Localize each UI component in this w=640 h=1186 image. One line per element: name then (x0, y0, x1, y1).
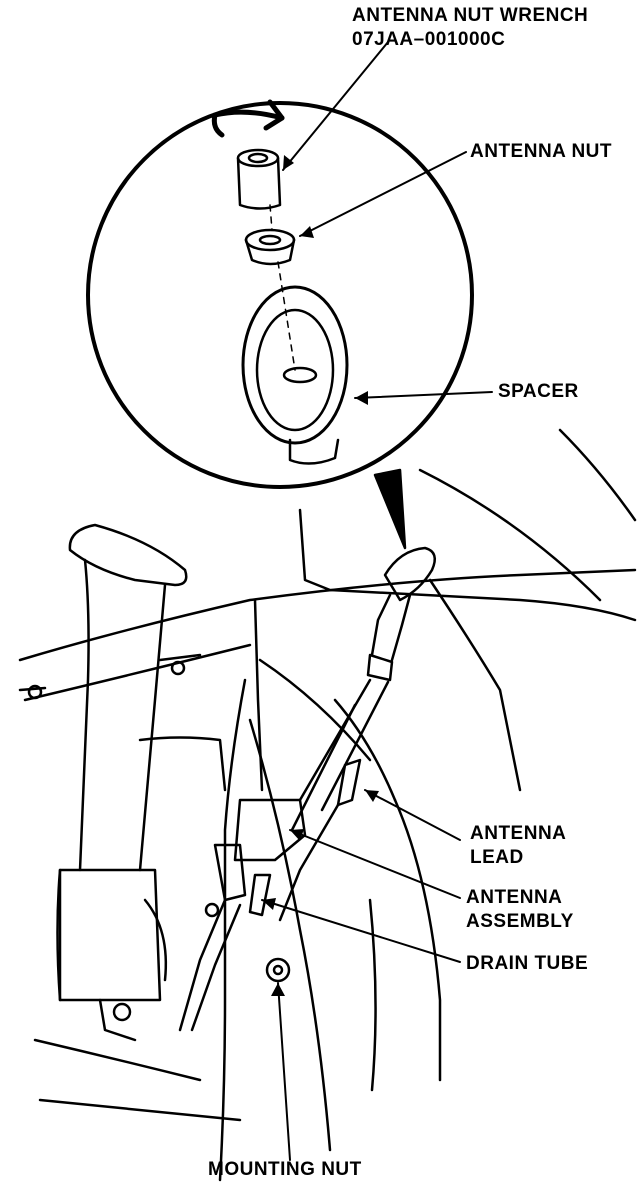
detail-circle (86, 99, 474, 550)
label-wrench-name: ANTENNA NUT WRENCH (352, 5, 589, 26)
label-antenna-assembly: ANTENNA ASSEMBLY (466, 886, 574, 934)
label-spacer: SPACER (498, 380, 579, 404)
label-antenna-assembly-line1: ANTENNA (466, 887, 563, 908)
seat-belt-pillar (18, 523, 227, 1042)
label-wrench-part-number: 07JAA–001000C (352, 29, 506, 50)
label-antenna-assembly-line2: ASSEMBLY (466, 911, 574, 932)
label-mounting-nut: MOUNTING NUT (208, 1158, 362, 1182)
leader-arrowheads (262, 155, 379, 996)
label-antenna-nut-text: ANTENNA NUT (470, 141, 613, 162)
label-spacer-text: SPACER (498, 381, 579, 402)
antenna-assembly-drawing (178, 546, 437, 1032)
label-antenna-lead-line1: ANTENNA (470, 823, 567, 844)
label-mounting-nut-text: MOUNTING NUT (208, 1159, 362, 1180)
leader-lines (261, 41, 493, 1161)
label-antenna-nut-wrench: ANTENNA NUT WRENCH 07JAA–001000C (352, 4, 588, 52)
body-panel-lines (18, 428, 637, 1182)
label-drain-tube-text: DRAIN TUBE (466, 953, 589, 974)
label-antenna-lead: ANTENNA LEAD (470, 822, 566, 870)
label-drain-tube: DRAIN TUBE (466, 952, 588, 976)
label-antenna-nut: ANTENNA NUT (470, 140, 612, 164)
label-antenna-lead-line2: LEAD (470, 847, 524, 868)
